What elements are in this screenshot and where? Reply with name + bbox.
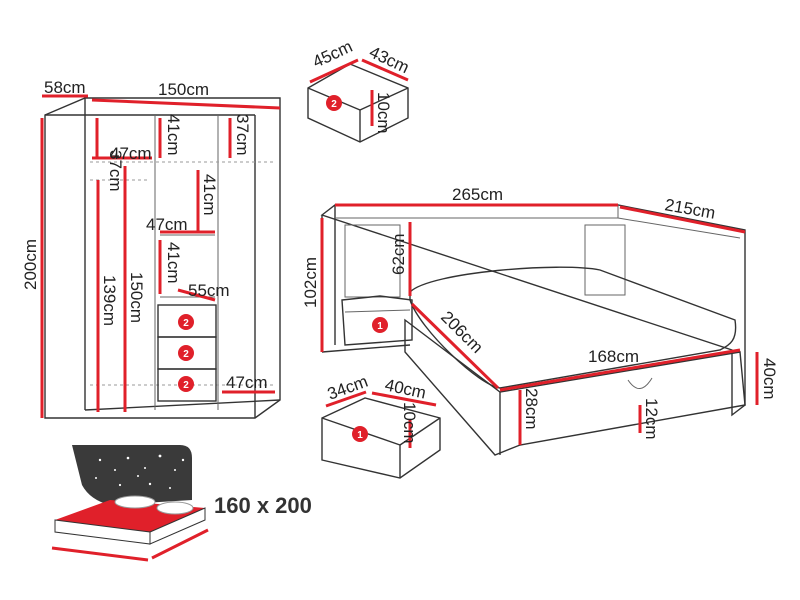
bedside-small-badge-text: 2 (331, 99, 337, 110)
bedside-small-height-label: 10cm (374, 92, 393, 134)
pillow-1 (114, 495, 156, 509)
mattress-side (149, 507, 206, 545)
wardrobe-height-label: 200cm (21, 239, 40, 290)
drawer-badge-2 (178, 345, 194, 361)
bedside-large-outline (321, 397, 441, 479)
wardrobe-width-label: 150cm (158, 80, 209, 99)
shelf-41-top-label: 41cm (164, 114, 183, 156)
bedside-large-height-label: 10cm (400, 402, 419, 444)
wardrobe: 2 2 2 58cm 150cm 200cm 37cm 47cm 41cm 37… (21, 78, 281, 419)
bedside-on-bed-line (344, 309, 411, 313)
headboard-side-line (617, 217, 741, 239)
bed-width-label: 265cm (452, 185, 503, 204)
drawer-badge-3 (178, 376, 194, 392)
inner-139-label: 139cm (100, 275, 119, 326)
bedside-large: 1 34cm 40cm 10cm (321, 372, 441, 479)
drawer-badge-3-text: 2 (183, 380, 189, 391)
storage-handle (627, 377, 653, 389)
bed: 1 265cm 215cm 102cm 62cm 206cm 168cm 40c… (301, 185, 779, 456)
dim-168-line (499, 348, 741, 392)
shelf-41-low-label: 41cm (164, 242, 183, 284)
mattress (409, 266, 737, 389)
dim-width-line (91, 98, 281, 110)
shelf-37-right-label: 37cm (233, 114, 252, 156)
bedside-small-badge (326, 95, 342, 111)
drawer-badge-1 (178, 314, 194, 330)
shelf-47-left-label: 47cm (110, 144, 152, 163)
bed-side-height-label: 28cm (522, 388, 541, 430)
bed-mattress-width-label: 168cm (588, 347, 639, 366)
inner-150-label: 150cm (127, 272, 146, 323)
mattress-dim-side (151, 528, 209, 560)
shelf-37-left-label: 37cm (106, 150, 125, 192)
shelf-47-mid-label: 47cm (146, 215, 188, 234)
mattress-size-label: 160 x 200 (214, 493, 312, 518)
mattress-dim-front (51, 546, 149, 562)
bed-badge (372, 317, 388, 333)
bedside-on-bed (341, 295, 413, 346)
dim-206-line (410, 302, 500, 390)
dim-34-line (325, 390, 367, 408)
drawer-badge-2-text: 2 (183, 349, 189, 360)
drawer-55-label: 55cm (188, 281, 230, 300)
bed-frame (404, 318, 746, 456)
panel-right (584, 224, 626, 296)
dim-40-top-line (371, 391, 437, 407)
bed-frame-height-label: 40cm (760, 358, 779, 400)
shelf-41-mid-label: 41cm (200, 174, 219, 216)
bed-leg-height-label: 12cm (642, 398, 661, 440)
wardrobe-drawer-3 (157, 368, 217, 402)
bedside-small-width-label: 45cm (310, 37, 356, 72)
bed-panel-height-label: 62cm (389, 233, 408, 275)
bedside-small-edge-2 (359, 87, 409, 111)
wardrobe-depth-label: 58cm (44, 78, 86, 97)
wardrobe-base-edge (84, 399, 281, 411)
mattress-icon: 160 x 200 (51, 445, 312, 562)
dim-45-line (309, 58, 359, 84)
bedside-small: 2 45cm 43cm 10cm (307, 37, 412, 143)
bedside-large-badge (352, 426, 368, 442)
dim-55-line (177, 288, 216, 302)
bedside-large-depth-label: 40cm (383, 375, 428, 402)
bedside-large-edge-2 (399, 417, 441, 446)
headboard-bottom (321, 344, 411, 353)
starry-headboard (72, 445, 192, 505)
bed-badge-text: 1 (377, 321, 383, 332)
stars (95, 454, 185, 489)
pillow-2 (156, 501, 194, 515)
bottom-47-label: 47cm (226, 373, 268, 392)
bed-headboard-height-label: 102cm (301, 257, 320, 308)
dim-43-line (361, 58, 409, 82)
bedside-large-badge-text: 1 (357, 430, 363, 441)
dim-215-line (619, 205, 746, 234)
drawer-badge-1-text: 2 (183, 318, 189, 329)
